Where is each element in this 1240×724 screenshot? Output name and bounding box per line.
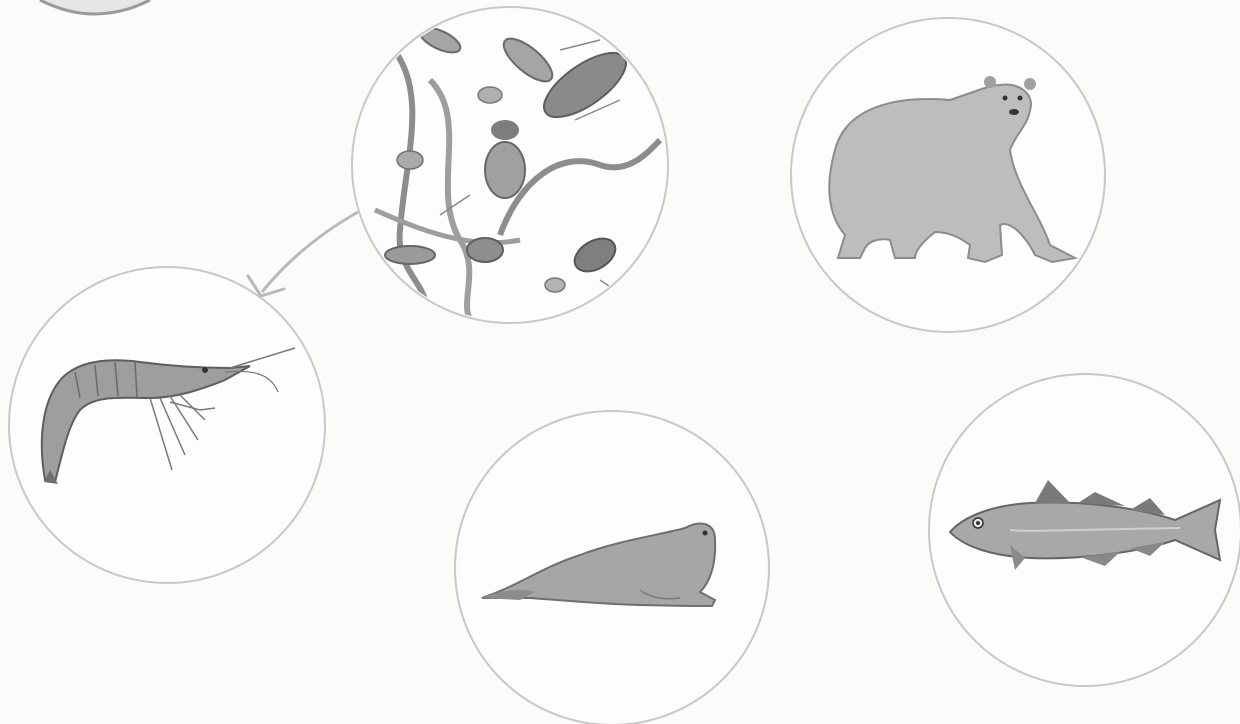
arrow-plankton-to-shrimp <box>248 212 358 296</box>
node-polar-bear <box>791 18 1105 332</box>
node-seal <box>455 411 769 724</box>
corner-badge <box>40 0 150 14</box>
node-shrimp <box>9 267 325 583</box>
node-cod <box>929 374 1240 686</box>
node-plankton <box>352 7 668 323</box>
